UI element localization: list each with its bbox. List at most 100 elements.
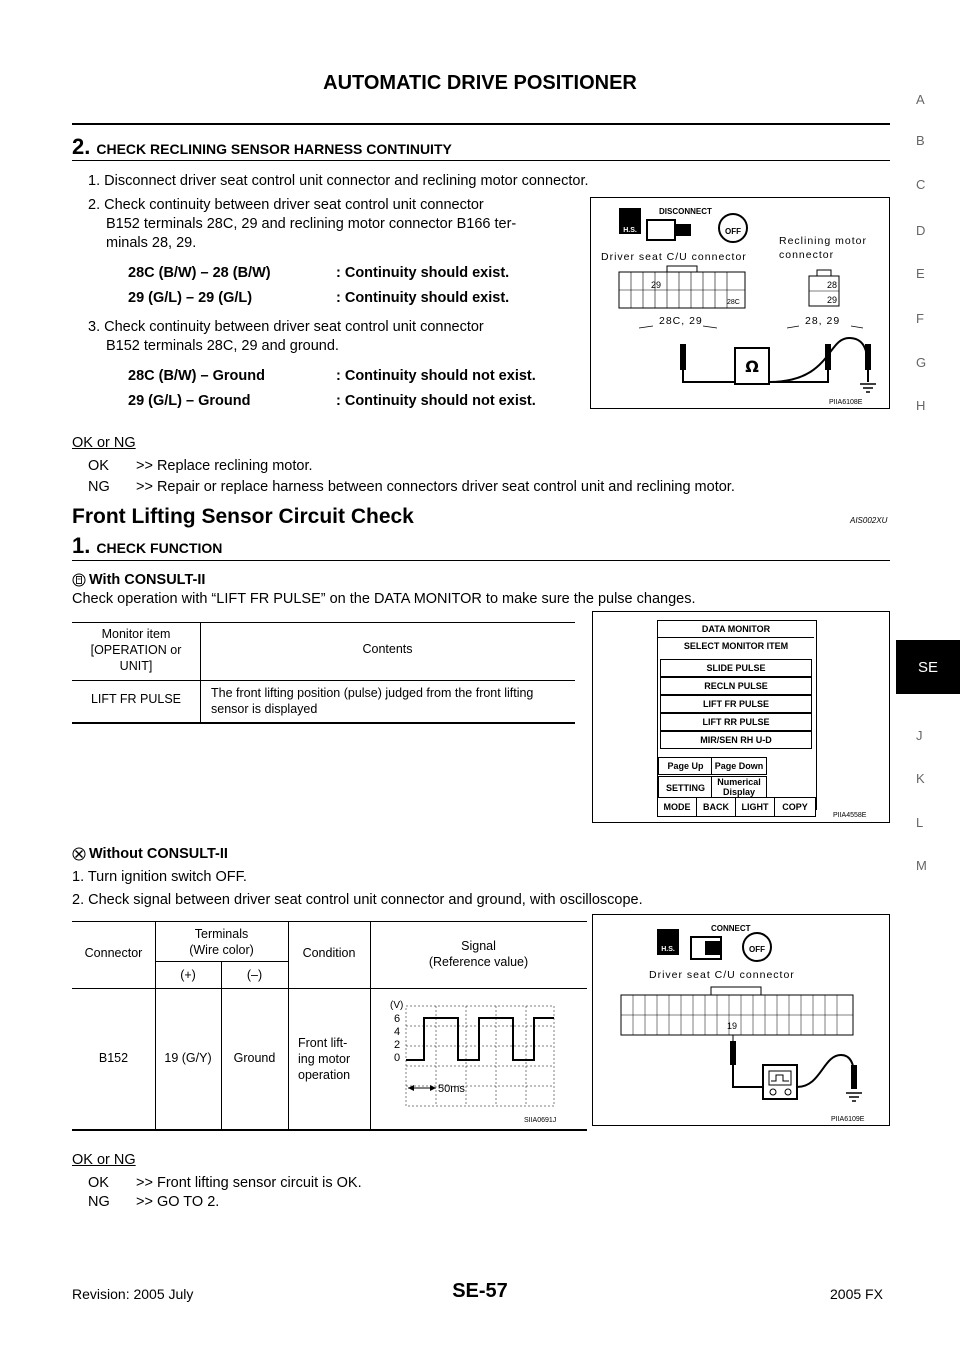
copy-button[interactable]: COPY xyxy=(774,797,816,817)
tab-b[interactable]: B xyxy=(916,133,925,148)
header-rule xyxy=(72,123,890,125)
driver-seat-cu-label: Driver seat C/U connector xyxy=(601,251,747,263)
monitor-table-divider xyxy=(200,622,201,723)
tab-l[interactable]: L xyxy=(916,815,924,830)
spec2-right: : Continuity should exist. xyxy=(336,290,510,306)
step2-ok-label: OK xyxy=(88,458,109,474)
slide-pulse-item[interactable]: SLIDE PULSE xyxy=(660,659,812,677)
step1-ok-label: OK xyxy=(88,1175,109,1191)
ohmmeter-icon xyxy=(734,347,770,385)
probe-right xyxy=(825,344,831,370)
figure1-code: PIIA6108E xyxy=(829,399,863,406)
with-consult-text: Check operation with “LIFT FR PULSE” on … xyxy=(72,591,696,607)
off-label-2: OFF xyxy=(749,945,765,954)
reclining-motor-label-1: Reclining motor xyxy=(779,235,867,247)
signal-table-top-rule xyxy=(72,921,587,922)
spec1-right: : Continuity should exist. xyxy=(336,265,510,281)
hs-icon-bg xyxy=(619,208,641,234)
step2-heading: 2.CHECK RECLINING SENSOR HARNESS CONTINU… xyxy=(72,134,452,160)
ignition-off-icon-2 xyxy=(742,932,772,962)
condition-header: Condition xyxy=(302,946,356,960)
probe-left xyxy=(680,344,686,370)
reclining-continuity-figure: H.S. DISCONNECT OFF Driver seat C/U conn… xyxy=(590,197,890,409)
scope-code: SIIA0691J xyxy=(524,1117,556,1124)
tab-g[interactable]: G xyxy=(916,355,927,370)
tab-c[interactable]: C xyxy=(916,177,926,192)
figure3-code: PIIA6109E xyxy=(831,1116,865,1123)
mir-sen-rh-ud-item[interactable]: MIR/SEN RH U-D xyxy=(660,731,812,749)
mode-button[interactable]: MODE xyxy=(657,797,697,817)
recln-pulse-item[interactable]: RECLN PULSE xyxy=(660,677,812,695)
step2-title: CHECK RECLINING SENSOR HARNESS CONTINUIT… xyxy=(96,141,452,157)
light-button[interactable]: LIGHT xyxy=(735,797,775,817)
disconnect-icon xyxy=(646,219,676,241)
tab-m[interactable]: M xyxy=(916,858,927,873)
step1-ok-text: >> Front lifting sensor circuit is OK. xyxy=(136,1175,362,1191)
hs-icon-2: H.S. xyxy=(661,946,675,953)
signal-table-terminals-rule xyxy=(155,961,288,962)
step2-ng-text: >> Repair or replace harness between con… xyxy=(136,479,735,495)
connect-label: CONNECT xyxy=(711,924,751,933)
page-down-button[interactable]: Page Down xyxy=(711,757,767,775)
tab-h[interactable]: H xyxy=(916,398,926,413)
spec1-left: 28C (B/W) – 28 (B/W) xyxy=(128,265,271,281)
tab-f[interactable]: F xyxy=(916,311,924,326)
step1-ng-label: NG xyxy=(88,1194,110,1210)
page-up-button[interactable]: Page Up xyxy=(658,757,713,775)
pin-29b-label: 29 xyxy=(827,295,837,305)
oscilloscope-connection-figure: H.S. CONNECT OFF Driver seat C/U connect… xyxy=(592,914,890,1126)
signal-table-header-rule xyxy=(72,988,587,989)
tab-d[interactable]: D xyxy=(916,223,926,238)
spec3-left: 28C (B/W) – Ground xyxy=(128,368,265,384)
footer-revision: Revision: 2005 July xyxy=(72,1286,194,1302)
step2-item1: 1. Disconnect driver seat control unit c… xyxy=(88,173,589,189)
ohm-symbol: Ω xyxy=(745,357,759,376)
signal-header: Signal(Reference value) xyxy=(428,939,529,969)
scope-tick-2: 2 xyxy=(394,1039,400,1051)
lift-rr-pulse-item[interactable]: LIFT RR PULSE xyxy=(660,713,812,731)
select-monitor-item: SELECT MONITOR ITEM xyxy=(658,638,814,654)
monitor-table-header-rule xyxy=(72,680,575,681)
scope-time-label: 50ms xyxy=(438,1083,465,1095)
scope-grid xyxy=(405,1005,555,1107)
connector-diagram: H.S. DISCONNECT OFF Driver seat C/U conn… xyxy=(601,207,876,406)
tab-a[interactable]: A xyxy=(916,92,925,107)
ignition-off-icon xyxy=(718,213,748,243)
consult-screen: DATA MONITOR SELECT MONITOR ITEM SLIDE P… xyxy=(657,620,817,810)
pulse-trace xyxy=(406,1017,554,1061)
scope-tick-4: 4 xyxy=(394,1026,400,1038)
step2-ok-text: >> Replace reclining motor. xyxy=(136,458,313,474)
spec2-left: 29 (G/L) – 29 (G/L) xyxy=(128,290,253,306)
step2-ng-label: NG xyxy=(88,479,110,495)
disconnect-label: DISCONNECT xyxy=(659,207,712,216)
connector-header: Connector xyxy=(84,946,143,960)
pin-19-label: 19 xyxy=(727,1021,737,1031)
step1-title: CHECK FUNCTION xyxy=(96,540,223,556)
step2-item3-line1: 3. Check continuity between driver seat … xyxy=(88,319,484,335)
data-monitor-figure: DATA MONITOR SELECT MONITOR ITEM SLIDE P… xyxy=(592,611,890,823)
spec4-right: : Continuity should not exist. xyxy=(336,393,536,409)
lift-fr-pulse-item[interactable]: LIFT FR PULSE xyxy=(660,695,812,713)
signal-table-bottom-rule xyxy=(72,1129,587,1131)
cu-terminals-label: 28C, 29 xyxy=(659,315,703,327)
tab-k[interactable]: K xyxy=(916,771,925,786)
motor-connector-latch xyxy=(816,269,832,277)
back-button[interactable]: BACK xyxy=(696,797,736,817)
tab-se-active[interactable]: SE xyxy=(896,640,960,694)
step2-rule xyxy=(72,160,890,161)
tab-j[interactable]: J xyxy=(916,728,923,743)
cu-connector-latch xyxy=(666,265,698,273)
terminals-header: Terminals(Wire color) xyxy=(189,927,254,957)
hs-icon: H.S. xyxy=(623,227,637,234)
row-plus: 19 (G/Y) xyxy=(164,1051,212,1065)
driver-seat-cu-label-2: Driver seat C/U connector xyxy=(649,969,795,981)
row-minus: Ground xyxy=(233,1051,276,1065)
monitor-row-item: LIFT FR PULSE xyxy=(90,692,182,706)
scope-unit: (V) xyxy=(390,1000,403,1011)
step2-item2-line1: 2. Check continuity between driver seat … xyxy=(88,197,484,213)
tab-e[interactable]: E xyxy=(916,266,925,281)
step1-ng-text: >> GO TO 2. xyxy=(136,1194,220,1210)
step1-item2: 2. Check signal between driver seat cont… xyxy=(72,892,643,908)
